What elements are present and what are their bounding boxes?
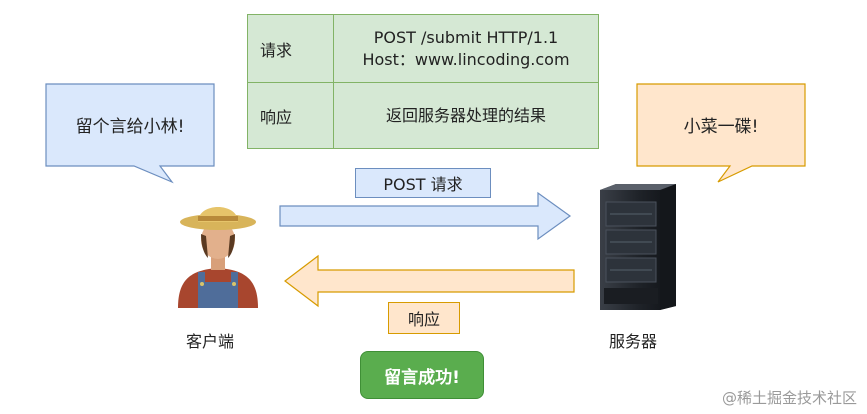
post-request-label: POST 请求 <box>355 168 491 198</box>
success-button[interactable]: 留言成功! <box>360 351 484 399</box>
response-value: 返回服务器处理的结果 <box>333 82 599 149</box>
request-line: POST /submit HTTP/1.1 <box>373 27 559 47</box>
server-rack-icon <box>600 184 676 310</box>
client-bubble-text: 留个言给小林! <box>75 116 185 137</box>
server-bubble-text: 小菜一碟! <box>683 116 759 137</box>
client-person-icon <box>178 207 258 308</box>
request-value: POST /submit HTTP/1.1 Host：www.lincoding… <box>333 14 599 83</box>
response-key: 响应 <box>247 82 334 149</box>
watermark-text: @稀土掘金技术社区 <box>721 389 857 407</box>
client-speech-bubble <box>45 83 215 184</box>
client-label: 客户端 <box>186 332 235 351</box>
http-table: 请求 POST /submit HTTP/1.1 Host：www.lincod… <box>247 14 599 149</box>
response-label: 响应 <box>388 302 460 334</box>
table-row: 响应 返回服务器处理的结果 <box>247 82 599 149</box>
request-host: Host：www.lincoding.com <box>362 49 570 69</box>
response-arrow-icon <box>284 254 575 308</box>
request-key: 请求 <box>247 14 334 83</box>
server-speech-bubble <box>636 83 806 183</box>
server-label: 服务器 <box>609 332 658 351</box>
request-arrow-icon <box>279 191 572 241</box>
table-row: 请求 POST /submit HTTP/1.1 Host：www.lincod… <box>247 14 599 83</box>
